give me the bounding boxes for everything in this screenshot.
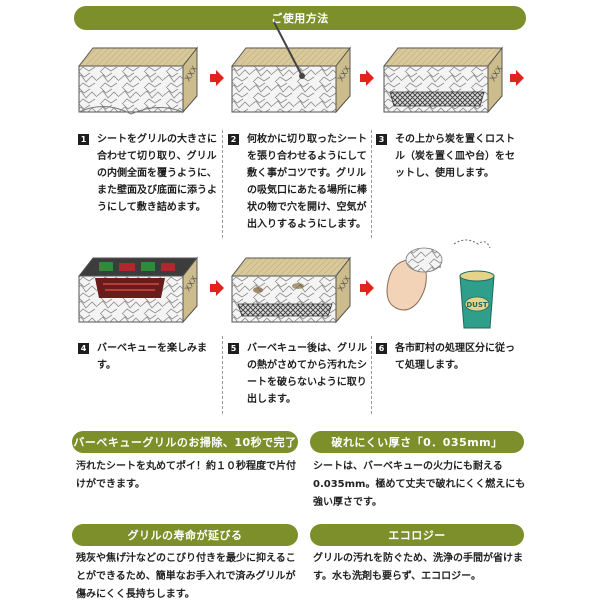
arrow-1	[210, 70, 224, 86]
feature-text-thickness: シートは、バーベキューの火力にも耐える0.035mm。極めて丈夫で破れにくく燃え…	[313, 461, 526, 508]
step-text: バーベキュー後は、グリルの熱がさめてから汚れたシートを破らないように取り出します…	[247, 343, 367, 405]
feature-heading-text: グリルの寿命が延びる	[127, 529, 243, 542]
step-5: 5 バーベキュー後は、グリルの熱がさめてから汚れたシートを破らないように取り出し…	[228, 340, 368, 408]
step-6: 6 各市町村の処理区分に従って処理します。	[376, 340, 522, 374]
feature-heading-lifespan: グリルの寿命が延びる	[72, 524, 298, 546]
step5-illustration: XXX	[230, 256, 353, 324]
step6-illustration: DUST	[386, 239, 495, 329]
arrow-2	[360, 70, 374, 86]
column-divider	[371, 336, 372, 414]
dust-label: DUST	[466, 301, 488, 309]
step-number: 2	[228, 134, 239, 145]
feature-heading-text: バーベキューグリルのお掃除、10秒で完了	[73, 436, 297, 449]
step-text: 各市町村の処理区分に従って処理します。	[395, 343, 515, 371]
instructions-header: ご使用方法	[74, 6, 526, 30]
step3-illustration: XXX	[382, 46, 505, 114]
feature-text-ecology: グリルの汚れを防ぐため、洗浄の手間が省けます。水も洗剤も要らず、エコロジー。	[313, 553, 523, 582]
feature-text-cleanup: 汚れたシートを丸めてポイ！約１０秒程度で片付けができます。	[76, 461, 296, 490]
feature-heading-ecology: エコロジー	[310, 524, 524, 546]
step-number: 6	[376, 343, 387, 354]
arrow-5	[360, 280, 374, 296]
feature-heading-thickness: 破れにくい厚さ「0．035mm」	[310, 431, 524, 453]
column-divider	[222, 336, 223, 414]
feature-heading-cleanup: バーベキューグリルのお掃除、10秒で完了	[72, 431, 298, 453]
feature-text-lifespan: 残灰や焦げ汁などのこびり付きを最少に抑えることができるため、簡単なお手入れで済み…	[76, 553, 296, 600]
feature-heading-text: 破れにくい厚さ「0．035mm」	[331, 436, 503, 449]
step4-illustration: XXX	[77, 256, 200, 324]
feature-heading-text: エコロジー	[388, 529, 446, 542]
step-1: 1 シートをグリルの大きさに合わせて切り取り、グリルの内側全面を覆うように、また…	[78, 131, 218, 216]
step-text: 何枚かに切り取ったシートを張り合わせるようにして敷く事がコツです。グリルの吸気口…	[247, 134, 367, 230]
step-text: シートをグリルの大きさに合わせて切り取り、グリルの内側全面を覆うように、また壁面…	[97, 134, 217, 213]
step-number: 3	[376, 134, 387, 145]
step-number: 1	[78, 134, 89, 145]
step-number: 4	[78, 343, 89, 354]
instructions-title: ご使用方法	[271, 12, 329, 25]
step-2: 2 何枚かに切り取ったシートを張り合わせるようにして敷く事がコツです。グリルの吸…	[228, 131, 368, 233]
step2-illustration: XXX	[230, 21, 353, 114]
arrow-4	[210, 280, 224, 296]
column-divider	[222, 130, 223, 238]
step-number: 5	[228, 343, 239, 354]
step-4: 4 バーベキューを楽しみます。	[78, 340, 218, 374]
column-divider	[371, 130, 372, 238]
step-text: バーベキューを楽しみます。	[97, 343, 207, 371]
step1-illustration: XXX	[77, 46, 200, 115]
step-text: その上から炭を置くロストル（炭を置く皿や台）をセットし、使用します。	[395, 134, 515, 179]
arrow-3	[510, 70, 524, 86]
step-3: 3 その上から炭を置くロストル（炭を置く皿や台）をセットし、使用します。	[376, 131, 522, 182]
